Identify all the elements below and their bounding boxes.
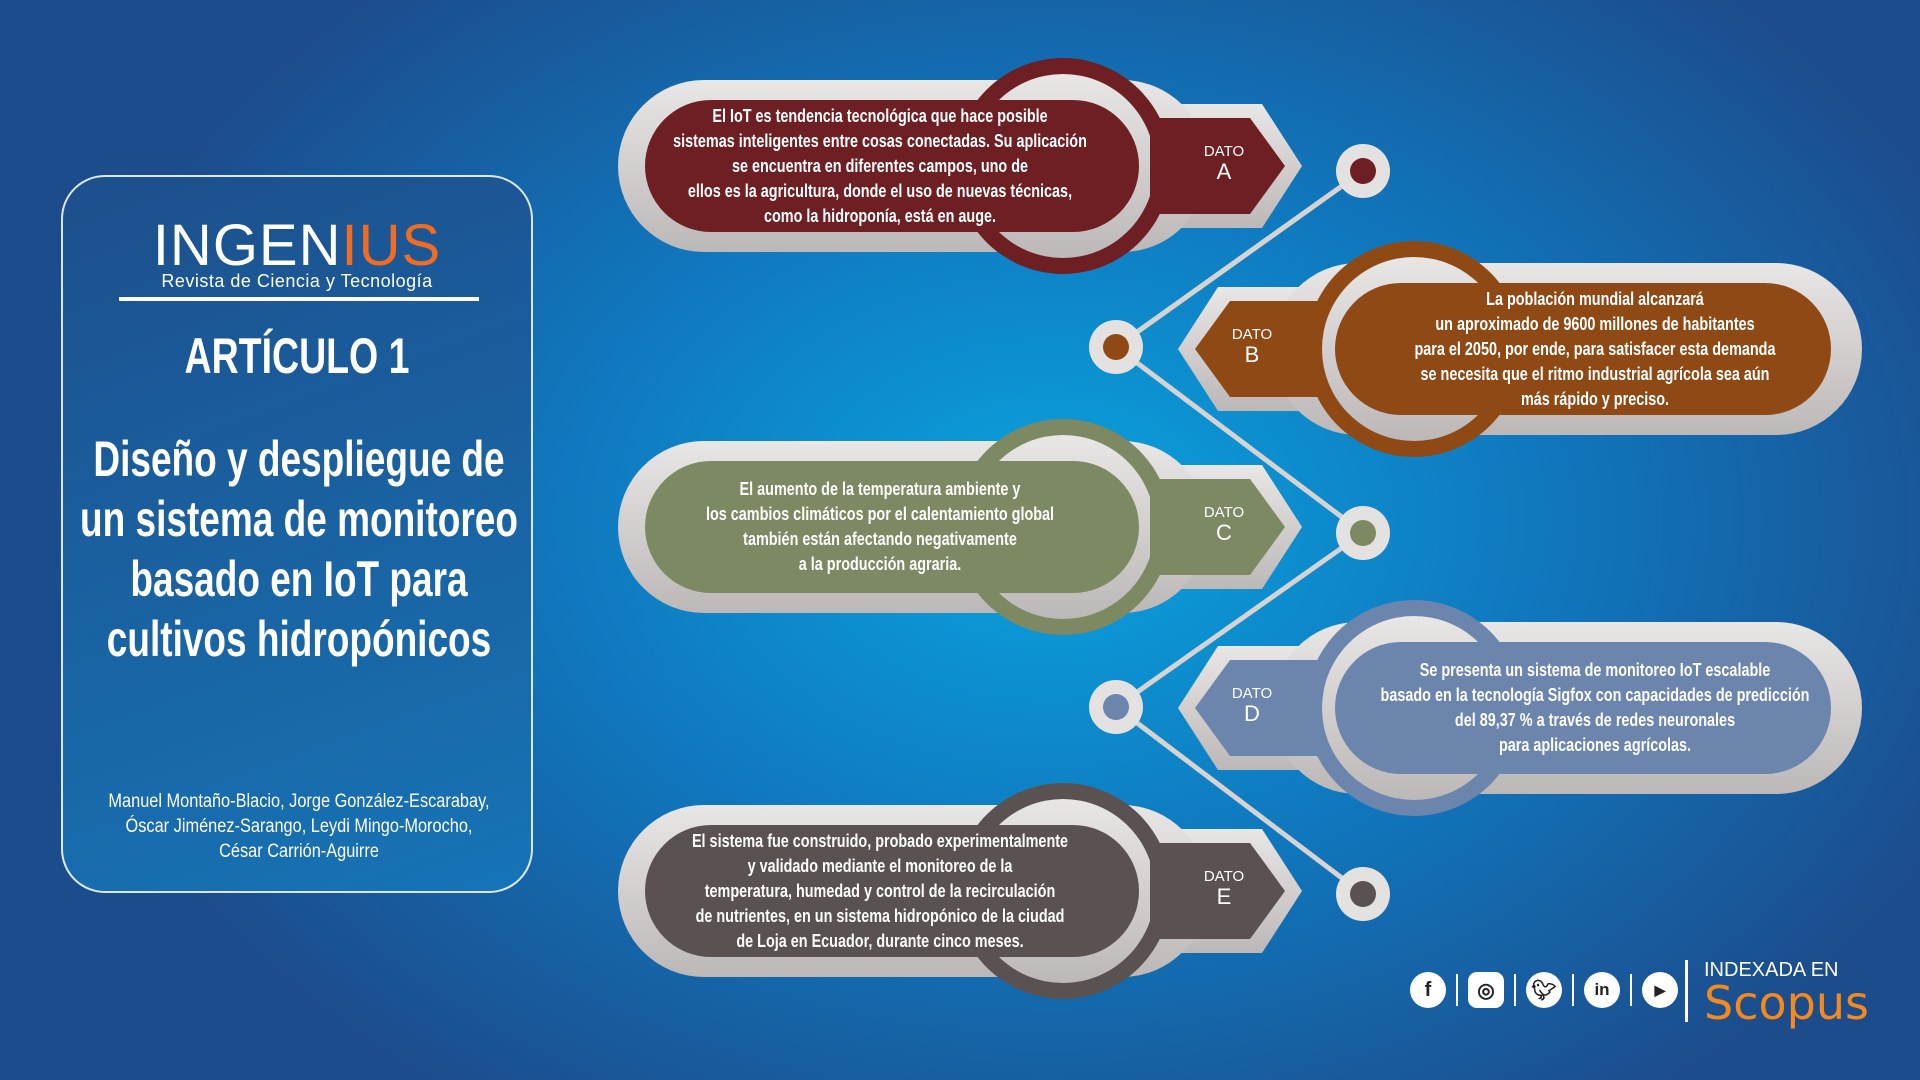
separator [1514,974,1516,1006]
fact-text-line: basado en la tecnología Sigfox con capac… [1380,685,1810,705]
linkedin-icon[interactable]: in [1584,972,1620,1008]
separator [1572,974,1574,1006]
fact-tag-letter: A [1216,159,1232,184]
fact-tag-label: DATO [1203,143,1245,160]
fact-text-line: El sistema fue construido, probado exper… [691,830,1069,851]
connector-line [1114,345,1365,535]
fact-tag-label: DATO [1203,504,1245,521]
separator [1630,974,1632,1006]
logo-text-a: INGEN [152,213,342,278]
fact-text-line: El aumento de la temperatura ambiente y [739,479,1021,499]
fact-text-line: ellos es la agricultura, donde el uso de… [687,180,1073,201]
fact-text-line: para el 2050, por ende, para satisfacer … [1414,338,1776,359]
fact-text-line: a la producción agraria. [798,554,962,574]
twitter-icon[interactable]: 🐦︎ [1526,972,1562,1008]
separator [1456,974,1458,1006]
fact-card-e [618,783,1302,999]
indexed-badge: INDEXADA EN Scopus [1685,959,1869,1026]
authors: Manuel Montaño-Blacio, Jorge González-Es… [70,789,528,864]
fact-card-d [1178,600,1862,816]
connector-dot-center [1350,520,1376,546]
facebook-icon[interactable]: f [1410,972,1446,1008]
fact-tag-label: DATO [1203,868,1245,885]
fact-text-line: y validado mediante el monitoreo de la [747,855,1013,876]
connector-dot-center [1350,158,1376,184]
authors-line: Óscar Jiménez-Sarango, Leydi Mingo-Moroc… [125,816,473,837]
logo-text-b: IUS [341,213,442,278]
fact-text-line: también están afectando negativamente [743,529,1017,549]
fact-tag-letter: C [1216,520,1232,545]
instagram-icon[interactable]: ◎ [1468,972,1504,1008]
journal-logo: INGENIUS Revista de Ciencia y Tecnología [63,217,531,292]
fact-tag-letter: D [1244,701,1260,726]
fact-text: El sistema fue construido, probado exper… [632,829,1128,954]
fact-text-line: Se presenta un sistema de monitoreo IoT … [1419,660,1771,680]
connector-line [1114,168,1365,350]
fact-text: La población mundial alcanzará un aproxim… [1339,287,1851,412]
connector-lines [1114,168,1365,896]
divider [119,297,479,301]
scopus-logo: Scopus [1704,976,1869,1030]
connector-line [1114,705,1365,896]
fact-text: El aumento de la temperatura ambiente y l… [632,477,1128,577]
article-title: Diseño y despliegue de un sistema de mon… [80,431,518,667]
connector-line [1114,530,1365,710]
fact-text-line: se encuentra en diferentes campos, uno d… [731,155,1029,176]
fact-tag-letter: B [1244,342,1260,367]
fact-text-line: los cambios climáticos por el calentamie… [705,504,1055,524]
fact-text-line: como la hidroponía, está en auge. [763,205,997,226]
fact-text-line: del 89,37 % a través de redes neuronales [1454,710,1736,730]
youtube-icon[interactable]: ▶ [1642,972,1678,1008]
fact-tag-letter: E [1216,884,1232,909]
social-links: f ◎ 🐦︎ in ▶ [1410,972,1678,1008]
fact-text-line: La población mundial alcanzará [1486,288,1704,309]
fact-card-b [1178,241,1862,457]
fact-text-line: temperatura, humedad y control de la rec… [704,880,1056,901]
fact-text-line: más rápido y preciso. [1520,388,1670,409]
fact-text-line: de Loja en Ecuador, durante cinco meses. [736,930,1024,951]
fact-text-line: de nutrientes, en un sistema hidropónico… [695,905,1065,926]
fact-text-line: para aplicaciones agrícolas. [1498,735,1692,755]
authors-line: Manuel Montaño-Blacio, Jorge González-Es… [108,791,490,812]
authors-line: César Carrión-Aguirre [219,841,379,862]
connector-dot-center [1103,694,1129,720]
journal-subtitle: Revista de Ciencia y Tecnología [161,271,433,291]
fact-text-line: se necesita que el ritmo industrial agrí… [1420,363,1770,384]
fact-text-line: sistemas inteligentes entre cosas conect… [673,130,1087,151]
fact-text-line: El IoT es tendencia tecnológica que hace… [712,105,1048,126]
indexed-label: INDEXADA EN [1704,959,1839,981]
fact-tag-label: DATO [1231,685,1273,702]
fact-tag-label: DATO [1231,326,1273,343]
connector-dot-center [1103,334,1129,360]
fact-text: Se presenta un sistema de monitoreo IoT … [1339,658,1851,758]
connector-dot-center [1350,881,1376,907]
fact-text: El IoT es tendencia tecnológica que hace… [632,104,1128,229]
article-panel: INGENIUS Revista de Ciencia y Tecnología… [61,175,533,893]
fact-card-a [618,58,1302,274]
fact-card-c [618,419,1302,635]
article-label: ARTÍCULO 1 [184,328,410,384]
fact-text-line: un aproximado de 9600 millones de habita… [1435,313,1755,334]
